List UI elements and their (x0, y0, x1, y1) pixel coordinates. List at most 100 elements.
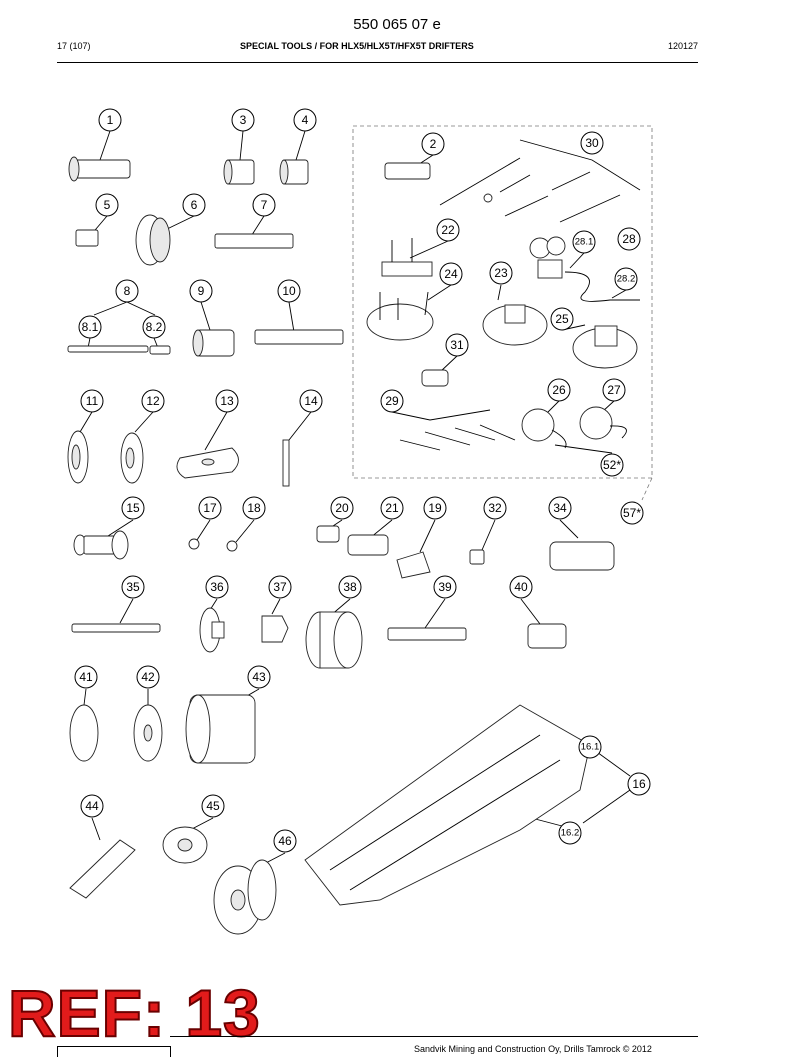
svg-text:41: 41 (79, 670, 93, 684)
footer-copyright: Sandvik Mining and Construction Oy, Dril… (414, 1044, 652, 1054)
svg-text:19: 19 (428, 501, 442, 515)
callout-8-1: 8.1 (78, 315, 102, 339)
svg-text:52*: 52* (603, 458, 621, 472)
svg-text:9: 9 (198, 284, 205, 298)
callout-15: 15 (121, 496, 145, 520)
callout-37: 37 (268, 575, 292, 599)
callout-16: 16 (627, 772, 651, 796)
callout-22: 22 (436, 218, 460, 242)
svg-text:39: 39 (438, 580, 452, 594)
svg-text:16.2: 16.2 (561, 828, 580, 839)
callout-20: 20 (330, 496, 354, 520)
callout-2: 2 (421, 132, 445, 156)
svg-text:26: 26 (552, 383, 566, 397)
svg-text:10: 10 (282, 284, 296, 298)
svg-text:42: 42 (141, 670, 155, 684)
callout-39: 39 (433, 575, 457, 599)
svg-text:40: 40 (514, 580, 528, 594)
callout-9: 9 (189, 279, 213, 303)
callout-28-2: 28.2 (614, 267, 638, 291)
callout-40: 40 (509, 575, 533, 599)
callout-57: 57* (620, 501, 644, 525)
callout-28-1: 28.1 (572, 230, 596, 254)
svg-text:27: 27 (607, 383, 621, 397)
callout-18: 18 (242, 496, 266, 520)
svg-text:15: 15 (126, 501, 140, 515)
svg-text:14: 14 (304, 394, 318, 408)
callout-3: 3 (231, 108, 255, 132)
callout-5: 5 (95, 193, 119, 217)
svg-text:5: 5 (104, 198, 111, 212)
callout-28: 28 (617, 227, 641, 251)
callout-36: 36 (205, 575, 229, 599)
svg-text:28.1: 28.1 (575, 237, 594, 248)
svg-text:8.2: 8.2 (146, 320, 163, 334)
callout-8-2: 8.2 (142, 315, 166, 339)
svg-text:38: 38 (343, 580, 357, 594)
callout-30: 30 (580, 131, 604, 155)
svg-text:16: 16 (632, 777, 646, 791)
svg-text:8: 8 (124, 284, 131, 298)
callout-32: 32 (483, 496, 507, 520)
svg-text:57*: 57* (623, 506, 641, 520)
callout-38: 38 (338, 575, 362, 599)
callout-45: 45 (201, 794, 225, 818)
callout-6: 6 (182, 193, 206, 217)
callout-34: 34 (548, 496, 572, 520)
svg-text:13: 13 (220, 394, 234, 408)
svg-text:37: 37 (273, 580, 287, 594)
svg-text:31: 31 (450, 338, 464, 352)
callout-14: 14 (299, 389, 323, 413)
svg-text:29: 29 (385, 394, 399, 408)
callout-11: 11 (80, 389, 104, 413)
company-logo (57, 1046, 171, 1057)
svg-text:16.1: 16.1 (581, 742, 600, 753)
svg-text:30: 30 (585, 136, 599, 150)
svg-text:2: 2 (430, 137, 437, 151)
callout-10: 10 (277, 279, 301, 303)
callout-29: 29 (380, 389, 404, 413)
callout-23: 23 (489, 261, 513, 285)
callout-16-1: 16.1 (578, 735, 602, 759)
callout-35: 35 (121, 575, 145, 599)
page-number: 17 (107) (57, 41, 91, 51)
callout-27: 27 (602, 378, 626, 402)
callout-17: 17 (198, 496, 222, 520)
svg-text:43: 43 (252, 670, 266, 684)
svg-text:21: 21 (385, 501, 399, 515)
date-code: 120127 (667, 41, 698, 51)
svg-text:46: 46 (278, 834, 292, 848)
callout-25: 25 (550, 307, 574, 331)
svg-text:24: 24 (444, 267, 458, 281)
kit-boundary (352, 125, 653, 479)
svg-text:23: 23 (494, 266, 508, 280)
callout-43: 43 (247, 665, 271, 689)
document-number: 550 065 07 e (353, 16, 441, 33)
ref-stamp: REF: 13 (7, 976, 261, 1050)
svg-text:1: 1 (107, 113, 114, 127)
svg-text:25: 25 (555, 312, 569, 326)
svg-text:11: 11 (86, 394, 99, 408)
callout-41: 41 (74, 665, 98, 689)
header-rule (57, 62, 698, 63)
svg-text:28: 28 (622, 232, 636, 246)
svg-text:12: 12 (146, 394, 160, 408)
svg-text:22: 22 (441, 223, 455, 237)
kit-boundary-leader (641, 477, 653, 501)
callout-12: 12 (141, 389, 165, 413)
callout-8: 8 (115, 279, 139, 303)
callout-46: 46 (273, 829, 297, 853)
svg-text:32: 32 (488, 501, 502, 515)
svg-text:18: 18 (247, 501, 261, 515)
svg-text:35: 35 (126, 580, 140, 594)
svg-text:44: 44 (85, 799, 99, 813)
svg-text:3: 3 (240, 113, 247, 127)
callout-42: 42 (136, 665, 160, 689)
callout-52: 52* (600, 453, 624, 477)
callout-7: 7 (252, 193, 276, 217)
callout-13: 13 (215, 389, 239, 413)
callout-1: 1 (98, 108, 122, 132)
svg-text:6: 6 (191, 198, 198, 212)
svg-text:45: 45 (206, 799, 220, 813)
